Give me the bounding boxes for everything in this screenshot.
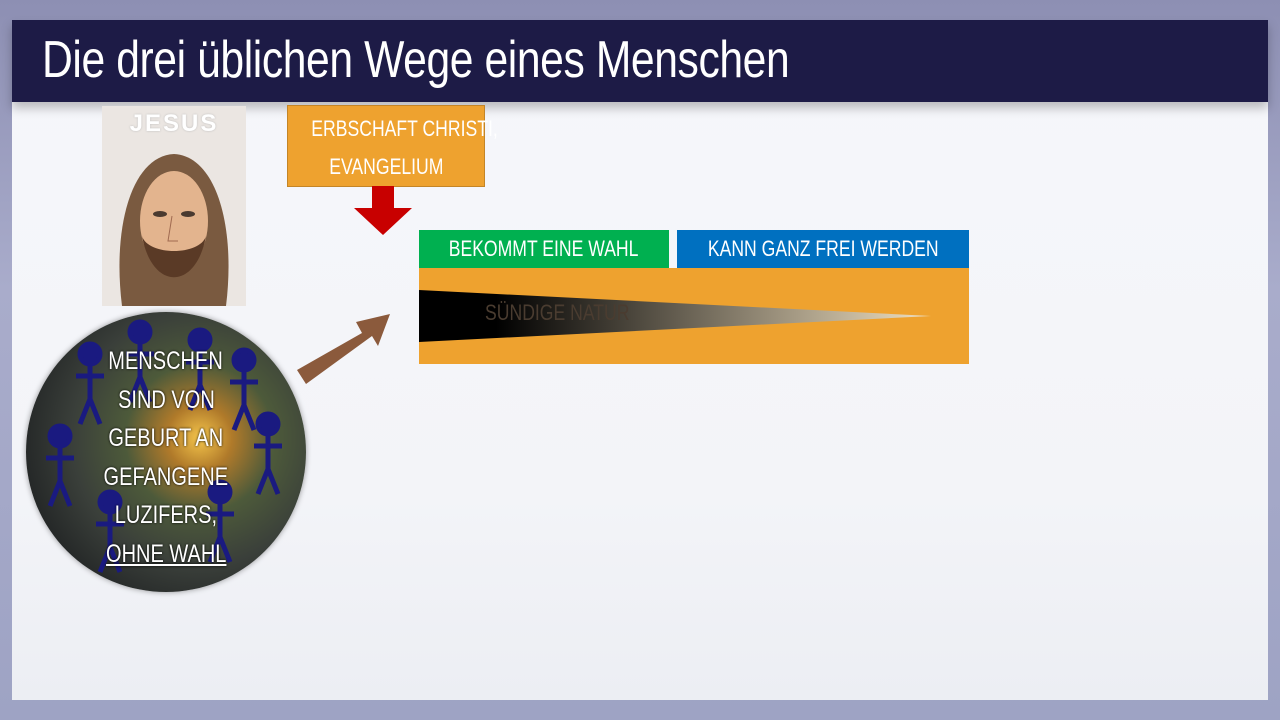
title-bar: Die drei üblichen Wege eines Menschen (12, 20, 1268, 102)
slide: Die drei üblichen Wege eines Menschen JE… (12, 20, 1268, 700)
red-down-arrow-icon (354, 186, 412, 235)
jesus-face-illustration (119, 154, 229, 306)
sinful-nature-bar: SÜNDIGE NATUR (419, 268, 969, 364)
choice-label: BEKOMMT EINE WAHL (449, 236, 639, 261)
sinful-nature-wedge (419, 290, 931, 342)
choice-label-box: BEKOMMT EINE WAHL (419, 230, 669, 268)
sinful-nature-label: SÜNDIGE NATUR (485, 300, 630, 325)
inheritance-line-2: EVANGELIUM (328, 154, 444, 179)
caption-underlined-line: OHNE WAHL (105, 539, 227, 568)
inheritance-line-1: ERBSCHAFT CHRISTI, (311, 116, 498, 141)
stick-figures (46, 319, 282, 573)
globe-caption: MENSCHEN SIND VON GEBURT AN GEFANGENE LU… (26, 342, 306, 573)
caption-line: GEBURT AN (108, 424, 224, 452)
slide-title: Die drei üblichen Wege eines Menschen (42, 31, 790, 89)
caption-line: MENSCHEN (108, 347, 224, 375)
caption-line: SIND VON (117, 385, 215, 414)
free-label-box: KANN GANZ FREI WERDEN (677, 230, 969, 268)
jesus-portrait-image: JESUS (102, 106, 246, 306)
caption-line: GEFANGENE (103, 462, 229, 491)
earth-globe-image: MENSCHEN SIND VON GEBURT AN GEFANGENE LU… (26, 312, 306, 592)
caption-line: LUZIFERS, (114, 501, 218, 529)
brown-diagonal-arrow-icon (297, 314, 390, 384)
inheritance-gospel-box: ERBSCHAFT CHRISTI, EVANGELIUM (287, 105, 498, 187)
free-label: KANN GANZ FREI WERDEN (707, 236, 939, 261)
jesus-label: JESUS (129, 110, 219, 137)
